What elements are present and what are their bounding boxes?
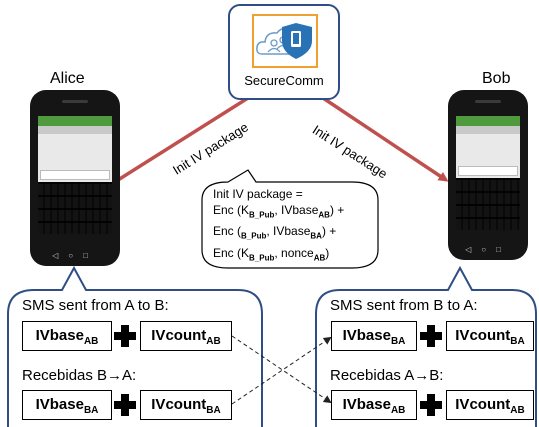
left-row2-ivbase: IVbaseBA [22, 390, 112, 420]
left-row2-ivcount: IVcountBA [140, 390, 232, 420]
right-received-title: Recebidas A→B: [330, 367, 444, 384]
bob-phone-screen [456, 116, 520, 230]
alice-phone: ◁○□ [30, 90, 120, 266]
arrow-alice-to-server [117, 96, 249, 182]
speaker-grille [475, 100, 501, 103]
nav-keys-icon: ◁○□ [465, 245, 511, 254]
left-sent-title: SMS sent from A to B: [22, 297, 169, 314]
bob-label: Bob [482, 70, 511, 87]
speaker-grille [62, 100, 88, 103]
bubble-line-1: Init IV package = [213, 187, 303, 201]
bubble-text: Init IV package = Enc (KB_Pub, IVbaseAB)… [213, 186, 344, 266]
plus-icon [114, 325, 136, 347]
arrow-server-to-bob [322, 96, 449, 182]
left-received-title: Recebidas B→A: [22, 367, 137, 384]
cloud-users-shield-icon [252, 14, 318, 68]
left-row1-ivbase: IVbaseAB [22, 321, 112, 351]
right-row2-ivcount: IVcountAB [446, 390, 534, 420]
server-label: SecureComm [244, 73, 324, 88]
nav-keys-icon: ◁○□ [52, 251, 98, 260]
alice-phone-screen [38, 116, 112, 234]
bubble-line-4: Enc (KB_Pub, nonceAB) [213, 245, 330, 263]
connector-count-ba [231, 336, 332, 405]
plus-icon [420, 325, 442, 347]
right-row2-ivbase: IVbaseAB [331, 390, 417, 420]
left-row1-ivcount: IVcountAB [140, 321, 232, 351]
right-row1-ivbase: IVbaseBA [331, 321, 417, 351]
left-panel [7, 265, 263, 427]
bubble-line-2: Enc (KB_Pub, IVbaseAB) + [213, 203, 345, 220]
plus-icon [420, 394, 442, 416]
speech-bubble [201, 169, 379, 269]
connector-count-ab [231, 335, 332, 404]
bob-phone: ◁○□ [448, 90, 528, 260]
right-sent-title: SMS sent from B to A: [330, 297, 478, 314]
right-row1-ivcount: IVcountBA [446, 321, 534, 351]
alice-label: Alice [50, 70, 85, 87]
bubble-line-3: Enc (B_Pub, IVbaseBA) + [213, 224, 337, 241]
right-panel [315, 265, 537, 427]
plus-icon [114, 394, 136, 416]
